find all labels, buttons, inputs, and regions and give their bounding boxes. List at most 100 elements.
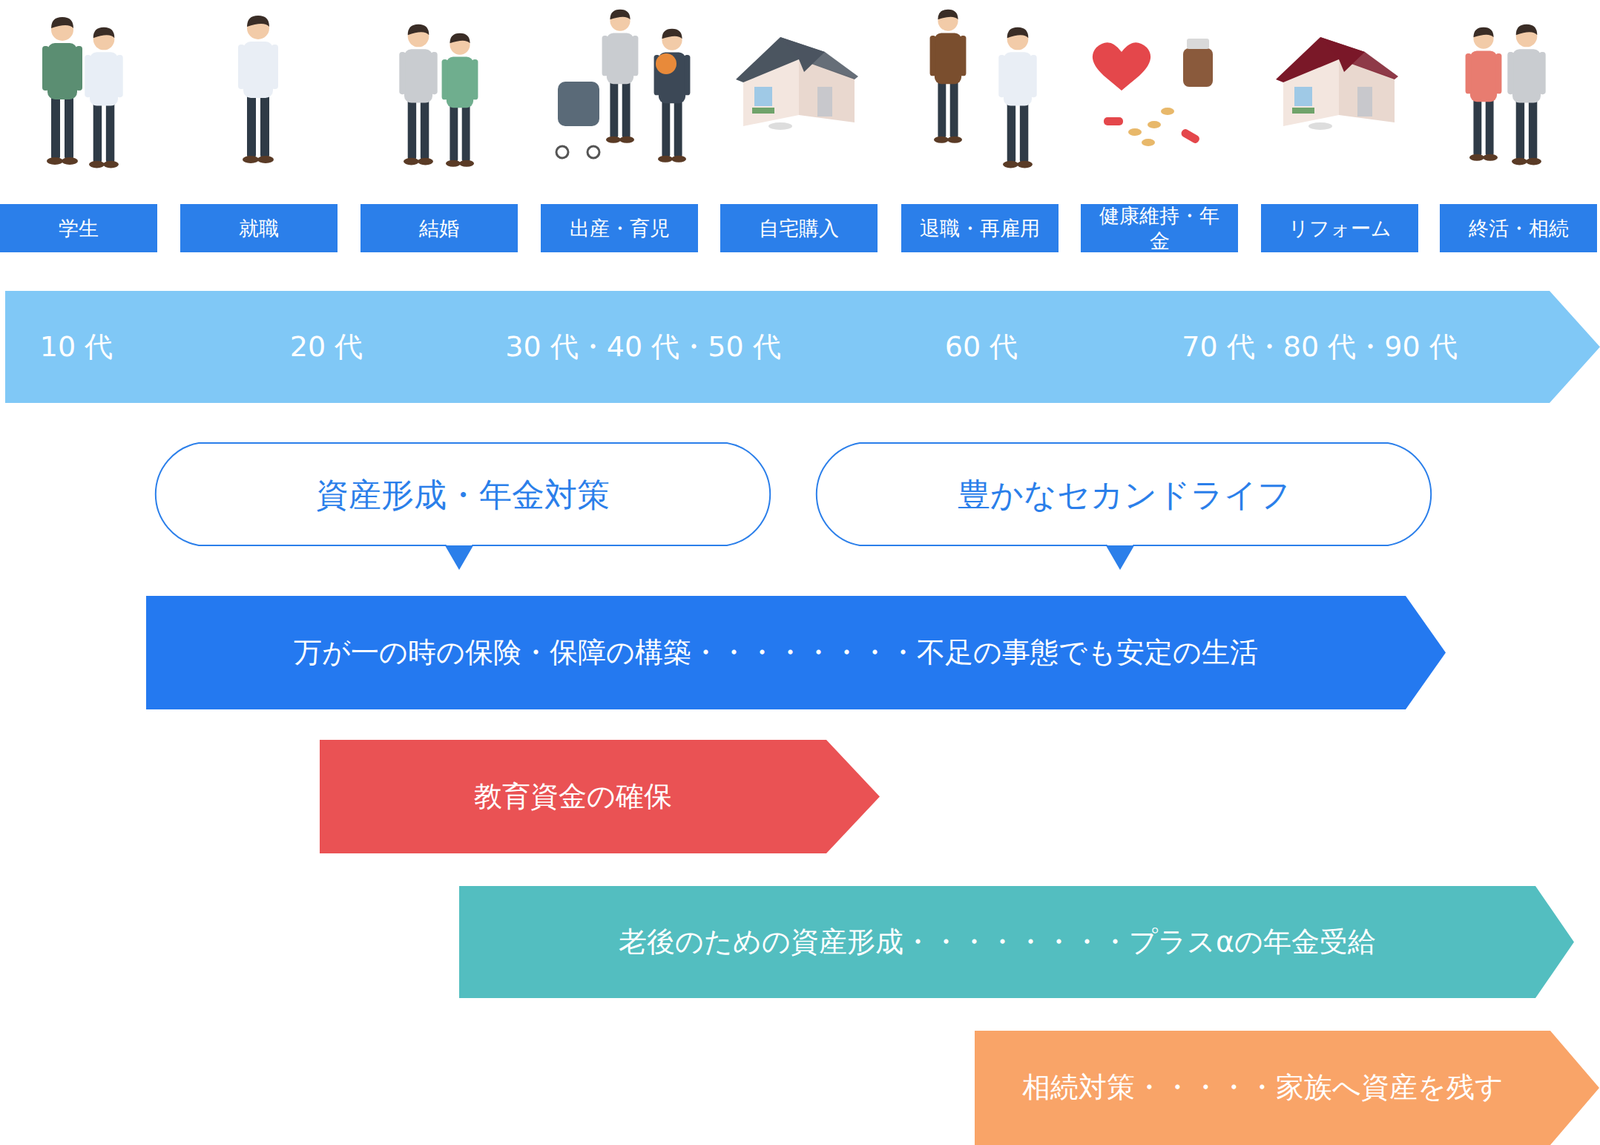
bottle [1183, 48, 1213, 87]
bubble-tail [1106, 545, 1134, 569]
students [42, 17, 124, 168]
life-stage-box-fill [360, 203, 518, 253]
stroller [557, 81, 600, 127]
life-stage-box: 就職 [180, 203, 338, 253]
goal-label: 豊かなセカンドライフ [957, 473, 1291, 515]
life-stage-box-fill [1439, 203, 1598, 253]
life-stage-box-text-area: 就職 [180, 203, 338, 253]
stage-label: 結婚 [419, 215, 460, 242]
life-stage-box-text-area: リフォーム [1261, 203, 1419, 253]
manager-figure [930, 9, 967, 144]
bubble-outline [155, 442, 770, 569]
life-stage-box-text-area: 学生 [0, 203, 158, 253]
goal-bubble-text-area: 豊かなセカンドライフ [807, 442, 1441, 546]
plan-label: 万が一の時の保険・保障の構築・・・・・・・・不足の事態でも安定の生活 [293, 634, 1259, 671]
inheritance-arrow: 相続対策・・・・・家族へ資産を残す [974, 1030, 1600, 1145]
stage-label: リフォーム [1288, 215, 1392, 242]
life-stage-box: 退職・再雇用 [901, 203, 1059, 253]
inheritance-arrow-text-area: 相続対策・・・・・家族へ資産を残す [974, 1030, 1551, 1145]
life-stage-box-text-area: 健康維持・年金 [1080, 203, 1239, 253]
life-stage-box: 結婚 [360, 203, 518, 253]
life-stage-box: 自宅購入 [720, 203, 878, 253]
age-label: 60 代 [945, 290, 1018, 403]
stage-label: 退職・再雇用 [919, 215, 1040, 242]
elderly-couple [1465, 24, 1546, 166]
goal-bubble: 資産形成・年金対策 [146, 442, 780, 546]
bubble-outline [816, 442, 1431, 569]
stage-label: 出産・育児 [569, 215, 670, 242]
tablet [1147, 120, 1161, 129]
plan-label: 相続対策・・・・・家族へ資産を残す [1022, 1069, 1504, 1106]
tablet [1141, 138, 1155, 147]
life-stage-box-text-area: 出産・育児 [540, 203, 699, 253]
tablet [1160, 107, 1175, 115]
retirement-savings-arrow-fill [459, 885, 1575, 998]
life-stage-box: 健康維持・年金 [1080, 203, 1239, 253]
stage-label: 終活・相続 [1468, 215, 1569, 242]
retirement-savings-arrow-text-area: 老後のための資産形成・・・・・・・・プラスαの年金受給 [459, 885, 1536, 998]
mother-figure [654, 28, 691, 163]
pill [1180, 127, 1201, 145]
life-stage-box-text-area: 結婚 [360, 203, 518, 253]
student-figure [84, 27, 123, 169]
life-stage-box: リフォーム [1261, 203, 1419, 253]
handshake [930, 9, 1037, 169]
father-figure [602, 9, 639, 144]
stage-label: 健康維持・年金 [1089, 203, 1230, 253]
house-illustration [735, 37, 859, 130]
goal-bubble: 豊かなセカンドライフ [807, 442, 1441, 546]
insurance-arrow: 万が一の時の保険・保障の構築・・・・・・・・不足の事態でも安定の生活 [146, 595, 1446, 710]
retirement-savings-arrow: 老後のための資産形成・・・・・・・・プラスαの年金受給 [459, 885, 1575, 998]
education-fund-arrow-text-area: 教育資金の確保 [319, 739, 827, 854]
age-label: 10 代 [40, 290, 113, 403]
heart [1092, 42, 1151, 91]
age-label: 30 代・40 代・50 代 [505, 290, 781, 403]
husband-figure [399, 24, 437, 166]
life-stage-box-fill [0, 203, 158, 253]
plan-label: 教育資金の確保 [473, 778, 673, 815]
stroller-wheel [587, 146, 600, 158]
insurance-arrow-fill [146, 595, 1446, 710]
bottle-cap [1186, 38, 1210, 49]
wife-figure [442, 33, 479, 167]
goal-bubble-text-area: 資産形成・年金対策 [146, 442, 780, 546]
life-stage-box: 出産・育児 [540, 203, 699, 253]
life-stage-box-text-area: 自宅購入 [720, 203, 878, 253]
stage-label: 自宅購入 [758, 215, 839, 242]
life-stage-box: 終活・相続 [1439, 203, 1598, 253]
pill [1103, 117, 1124, 126]
elderly-man-figure [1507, 24, 1546, 166]
age-timeline-arrow: 10 代 20 代 30 代・40 代・50 代 60 代 70 代・80 代・90 代 [5, 290, 1600, 403]
reformed-house-illustration [1275, 37, 1399, 130]
inheritance-arrow-fill [974, 1030, 1600, 1145]
life-stage-box-fill [1261, 203, 1419, 253]
worker-figure [238, 15, 279, 164]
age-label: 20 代 [290, 290, 363, 403]
stroller-wheel [556, 146, 569, 158]
parents-with-stroller [556, 9, 690, 163]
life-stage-box-text-area: 退職・再雇用 [901, 203, 1059, 253]
child [655, 53, 677, 75]
couple [399, 24, 478, 167]
student-figure [42, 17, 83, 165]
education-fund-arrow: 教育資金の確保 [319, 739, 880, 854]
goal-label: 資産形成・年金対策 [315, 473, 610, 515]
bubble-tail [445, 545, 473, 569]
life-stage-box-fill [540, 203, 699, 253]
employee-figure [998, 27, 1037, 169]
stage-label: 就職 [238, 215, 279, 242]
insurance-arrow-text-area: 万が一の時の保険・保障の構築・・・・・・・・不足の事態でも安定の生活 [146, 595, 1406, 710]
life-stage-box-fill [901, 203, 1059, 253]
life-stage-box-fill [180, 203, 338, 253]
education-fund-arrow-fill [319, 739, 880, 854]
age-timeline-arrow-fill [5, 290, 1600, 403]
stage-label: 学生 [58, 215, 99, 242]
tablet [1128, 128, 1142, 136]
life-stage-box-fill [720, 203, 878, 253]
elderly-woman-figure [1465, 27, 1503, 161]
life-stage-box-text-area: 終活・相続 [1439, 203, 1598, 253]
health-items [1092, 38, 1213, 147]
life-illustrations [0, 0, 1600, 201]
life-stage-box: 学生 [0, 203, 158, 253]
age-label: 70 代・80 代・90 代 [1181, 290, 1457, 403]
